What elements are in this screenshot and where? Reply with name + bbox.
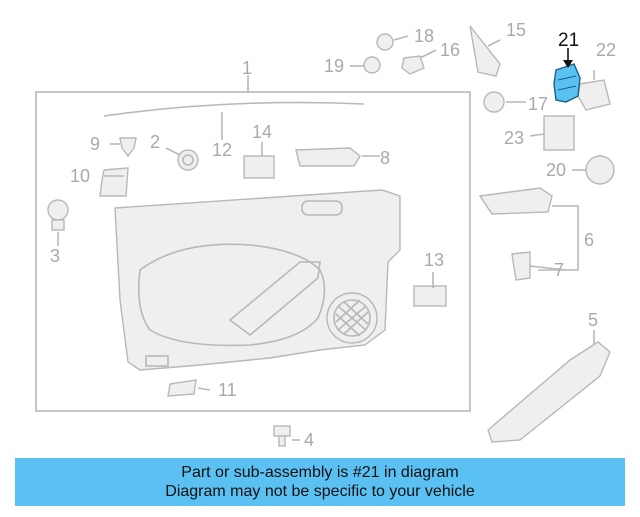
callout-2: 2 bbox=[150, 132, 160, 152]
leader-21 bbox=[563, 48, 573, 68]
callout-11: 11 bbox=[218, 380, 237, 400]
part-8-inner-handle bbox=[295, 147, 361, 167]
callout-1: 1 bbox=[242, 58, 252, 78]
part-22-switch bbox=[577, 79, 611, 111]
leader-lines bbox=[57, 35, 595, 441]
callout-22: 22 bbox=[596, 40, 616, 60]
callout-6: 6 bbox=[584, 230, 594, 250]
callout-7: 7 bbox=[554, 260, 564, 280]
part-23-switch-panel bbox=[543, 115, 575, 151]
part-18-nut bbox=[376, 33, 394, 51]
armrest-contour bbox=[137, 243, 326, 347]
callout-15: 15 bbox=[506, 20, 526, 40]
callout-19: 19 bbox=[324, 56, 344, 76]
callout-20: 20 bbox=[546, 160, 566, 180]
callout-16: 16 bbox=[440, 40, 460, 60]
banner-line-part: Part or sub-assembly is #21 in diagram bbox=[181, 464, 459, 481]
callout-10: 10 bbox=[70, 166, 90, 186]
callout-18: 18 bbox=[414, 26, 434, 46]
callout-8: 8 bbox=[380, 148, 390, 168]
part-11-plate bbox=[167, 379, 197, 397]
door-handle-bezel bbox=[301, 200, 343, 216]
door-panel-frame bbox=[35, 91, 471, 412]
part-21-highlighted-switch bbox=[553, 63, 581, 103]
callout-3: 3 bbox=[50, 246, 60, 266]
banner-line-disclaimer: Diagram may not be specific to your vehi… bbox=[165, 483, 475, 500]
part-6-handle-assembly bbox=[478, 187, 553, 215]
part-5-sill-trim bbox=[487, 341, 611, 443]
pull-handle-contour bbox=[228, 261, 321, 337]
callout-9: 9 bbox=[90, 134, 100, 154]
part-17-nut bbox=[483, 91, 505, 113]
part-7-bracket bbox=[511, 251, 531, 281]
part-10-bracket bbox=[99, 167, 129, 197]
part-13-bracket bbox=[413, 285, 447, 307]
part-9-clip bbox=[119, 137, 137, 158]
callout-17: 17 bbox=[528, 94, 548, 114]
part-20-knob bbox=[585, 155, 615, 185]
callout-21: 21 bbox=[558, 30, 579, 51]
part-15-mirror-cover bbox=[469, 25, 501, 77]
part-2-grommet bbox=[177, 149, 199, 171]
part-4-screw bbox=[273, 425, 291, 447]
part-3-push-pin bbox=[47, 199, 69, 231]
part-16-clip bbox=[401, 55, 425, 75]
callout-4: 4 bbox=[304, 430, 314, 450]
reflector bbox=[145, 355, 169, 367]
callout-5: 5 bbox=[588, 310, 598, 330]
callout-23: 23 bbox=[504, 128, 524, 148]
info-banner: Part or sub-assembly is #21 in diagram D… bbox=[15, 458, 625, 506]
belt-moulding bbox=[103, 101, 365, 117]
callout-labels: 1 2 3 4 5 6 7 8 9 10 11 12 13 14 15 16 1… bbox=[50, 20, 616, 450]
callout-12: 12 bbox=[212, 140, 232, 160]
part-14-housing bbox=[243, 155, 275, 179]
callout-13: 13 bbox=[424, 250, 444, 270]
speaker-grille bbox=[326, 292, 378, 344]
part-19-cap bbox=[363, 56, 381, 74]
callout-14: 14 bbox=[252, 122, 272, 142]
